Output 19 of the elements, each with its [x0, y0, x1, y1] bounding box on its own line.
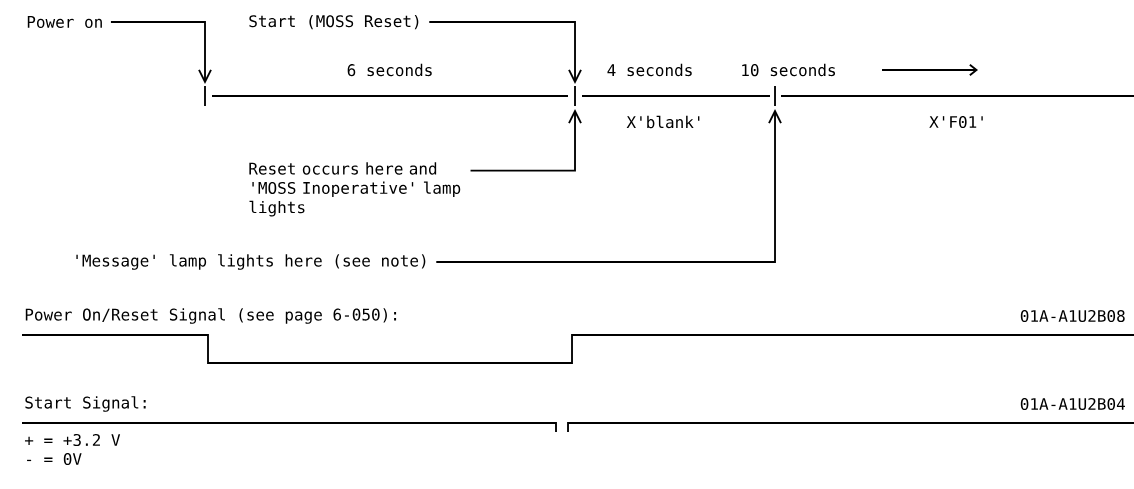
- label-text: Start Signal:: [25, 396, 146, 412]
- leader-line: [110, 21, 212, 84]
- leader-line: [428, 21, 582, 84]
- label-text: 4 seconds: [607, 63, 692, 77]
- annotation-text: 'Message' lamp lights here (see note): [76, 254, 426, 270]
- label-text: - = 0V: [27, 452, 82, 466]
- label-text: + = +3.2 V: [24, 433, 121, 447]
- annotation-text: Reset occurs here and 'MOSS Inoperative' lamp lights: [249, 162, 461, 217]
- label-text: 10 seconds: [742, 63, 835, 77]
- label-text: 6 seconds: [347, 63, 432, 77]
- leader-line: [435, 109, 782, 263]
- annotation-text: Power on: [27, 16, 102, 28]
- label-text: 01A-A1U2B04: [1020, 397, 1125, 411]
- leader-line: [469, 109, 582, 172]
- label-text: X'F01': [929, 115, 983, 129]
- label-text: 01A-A1U2B08: [1020, 309, 1125, 323]
- annotation-text: Start (MOSS Reset): [249, 14, 419, 30]
- label-text: Power On/Reset Signal (see page 6-050):: [25, 308, 397, 324]
- label-text: X'blank': [626, 115, 700, 129]
